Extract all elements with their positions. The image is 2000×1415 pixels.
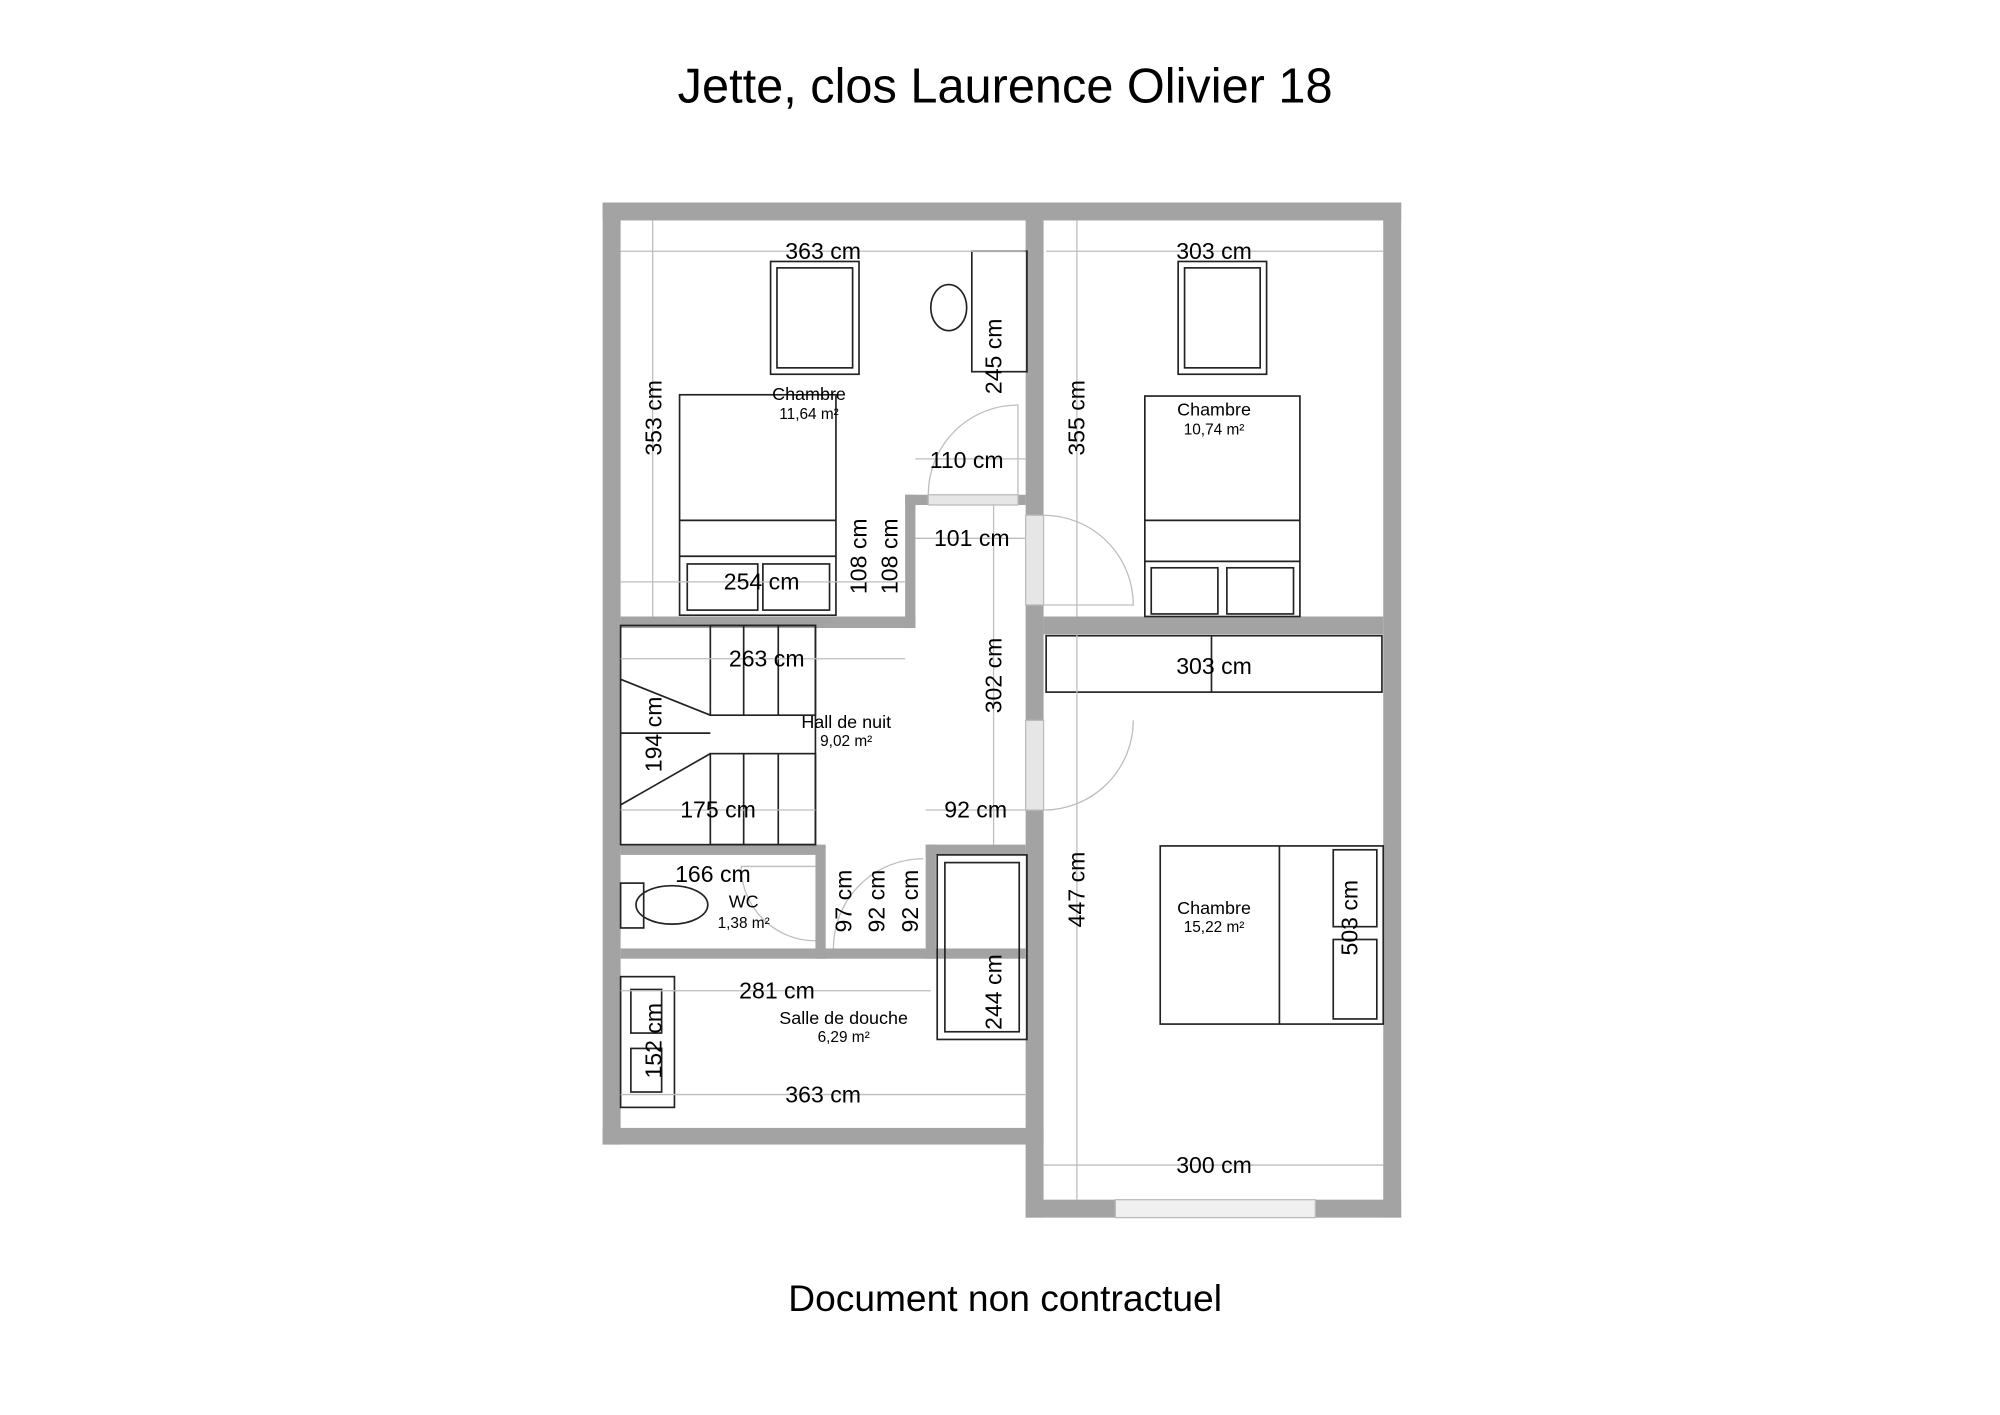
dimension-label: 263 cm <box>729 645 805 671</box>
dimension-label: 355 cm <box>1064 380 1090 456</box>
dimension-label: 300 cm <box>1176 1152 1252 1178</box>
room-area: 11,64 m² <box>779 406 839 423</box>
dimension-label: 175 cm <box>680 797 756 823</box>
room-name: Chambre <box>1177 399 1251 419</box>
dimension-label: 363 cm <box>785 1081 861 1107</box>
dimension-label: 281 cm <box>739 977 815 1003</box>
plan-title: Jette, clos Laurence Olivier 18 <box>678 60 1333 114</box>
dimension-label: 166 cm <box>675 861 751 887</box>
dimension-label: 92 cm <box>864 870 890 933</box>
dimension-label: 503 cm <box>1337 880 1363 956</box>
dimension-label: 303 cm <box>1176 653 1252 679</box>
dimension-label: 92 cm <box>897 870 923 933</box>
room-area: 1,38 m² <box>718 915 770 932</box>
dimension-label: 302 cm <box>980 638 1006 714</box>
room-name: WC <box>729 891 759 911</box>
room-name: Hall de nuit <box>801 712 891 732</box>
room-area: 6,29 m² <box>818 1029 870 1046</box>
dimension-label: 110 cm <box>930 447 1004 473</box>
dimension-label: 363 cm <box>785 238 861 264</box>
furniture <box>619 250 1385 1109</box>
dimension-label: 303 cm <box>1176 238 1252 264</box>
room-name: Chambre <box>1177 898 1251 918</box>
dimension-label: 101 cm <box>934 525 1010 551</box>
room-name: Chambre <box>772 384 846 404</box>
dimension-label: 108 cm <box>846 518 872 594</box>
dimension-label: 353 cm <box>641 380 667 456</box>
dimension-label: 194 cm <box>641 697 667 773</box>
room-area: 10,74 m² <box>1184 421 1245 438</box>
dimension-label: 108 cm <box>876 518 902 594</box>
room-labels: Chambre 11,64 m² Chambre 10,74 m² Hall d… <box>718 384 1251 1046</box>
disclaimer: Document non contractuel <box>788 1277 1222 1319</box>
room-area: 15,22 m² <box>1184 919 1245 936</box>
dimension-label: 254 cm <box>724 569 800 595</box>
dimension-lines <box>620 220 1384 1200</box>
dimension-label: 152 cm <box>641 1003 667 1079</box>
dimension-labels: 363 cm 353 cm 245 cm 110 cm 254 cm 108 c… <box>641 238 1363 1178</box>
room-name: Salle de douche <box>779 1008 908 1028</box>
doors-windows <box>740 404 1316 1219</box>
dimension-label: 97 cm <box>830 870 856 933</box>
dimension-label: 447 cm <box>1064 852 1090 928</box>
dimension-label: 92 cm <box>944 797 1007 823</box>
dimension-label: 245 cm <box>980 318 1006 394</box>
room-area: 9,02 m² <box>820 733 872 750</box>
dimension-label: 244 cm <box>980 954 1006 1030</box>
